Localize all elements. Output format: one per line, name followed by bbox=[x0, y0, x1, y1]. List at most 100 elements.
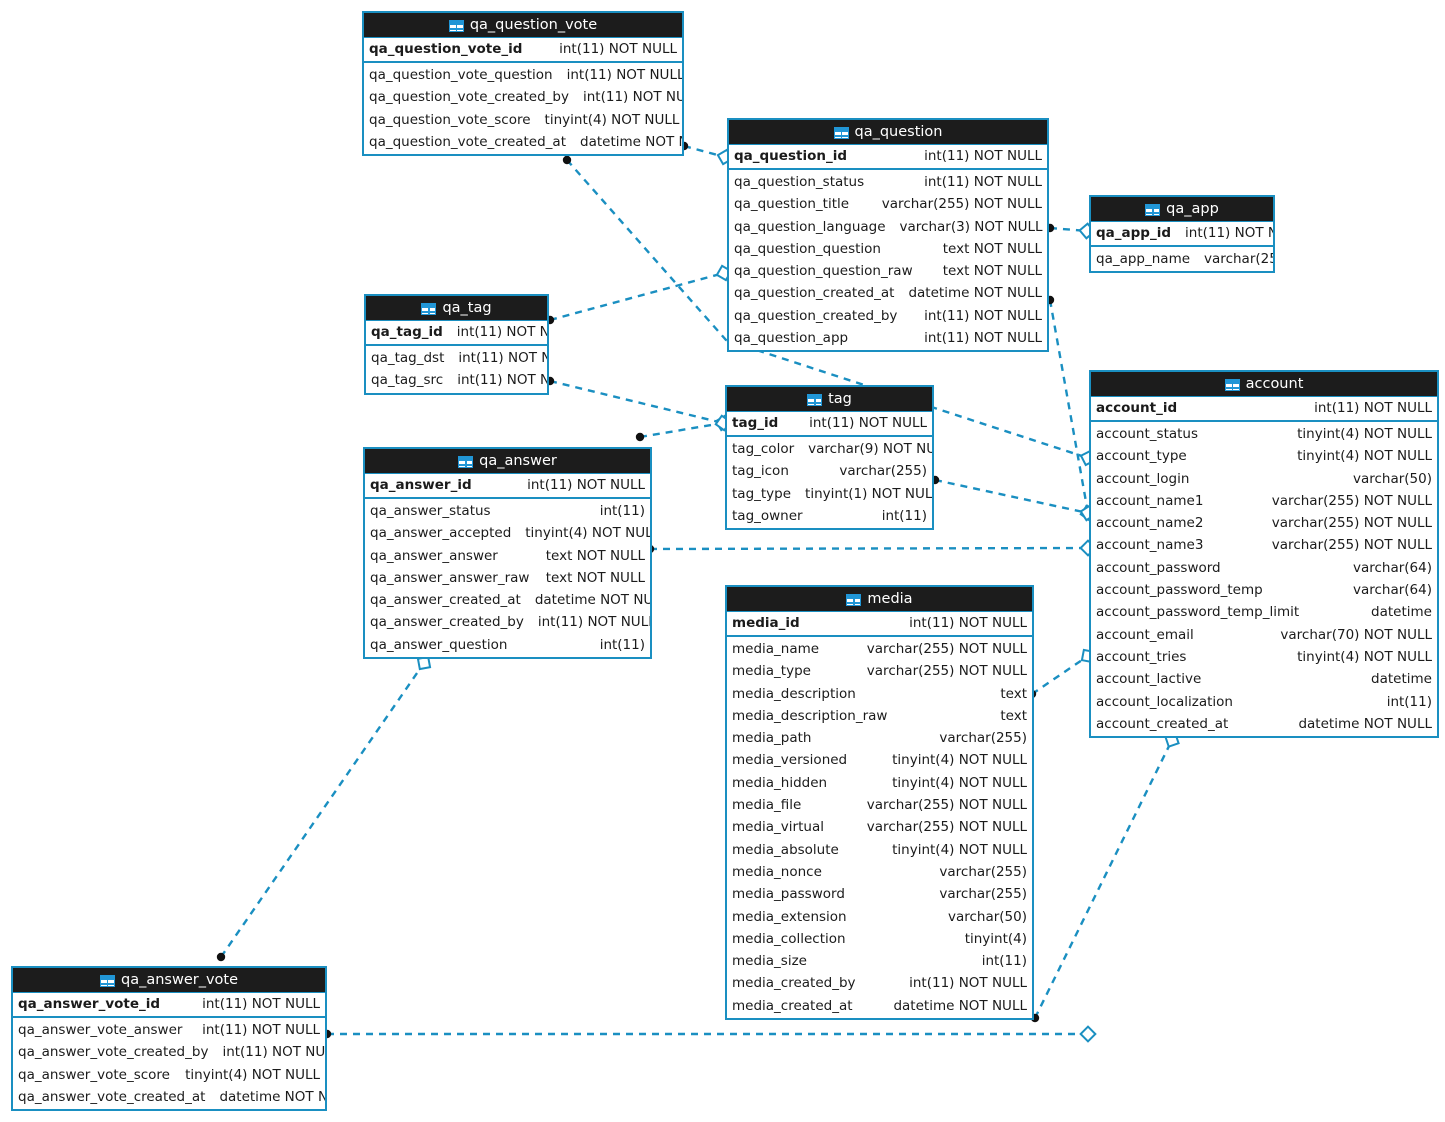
table-header-qa_question_vote[interactable]: qa_question_vote bbox=[364, 13, 682, 38]
table-header-account[interactable]: account bbox=[1091, 372, 1437, 397]
relationship-rel-tag-question-dst[interactable] bbox=[545, 264, 733, 325]
table-header-qa_answer_vote[interactable]: qa_answer_vote bbox=[13, 968, 325, 993]
relationship-rel-qqv-question[interactable] bbox=[679, 141, 734, 166]
relationship-rel-tag-question-src[interactable] bbox=[545, 376, 732, 432]
relationship-rel-media-account[interactable] bbox=[1027, 648, 1096, 699]
relationship-rel-answer-account[interactable] bbox=[645, 539, 1097, 557]
relationship-rel-question-app[interactable] bbox=[1045, 222, 1096, 240]
table-header-media[interactable]: media bbox=[727, 587, 1032, 612]
relationship-rel-question-account[interactable] bbox=[1045, 295, 1097, 522]
relationship-rel-answervote-account[interactable] bbox=[322, 1025, 1097, 1043]
table-header-qa_app[interactable]: qa_app bbox=[1091, 197, 1273, 222]
table-header-qa_tag[interactable]: qa_tag bbox=[366, 296, 547, 321]
relationship-rel-tag-account[interactable] bbox=[930, 475, 1097, 522]
relationship-rel-answervote-answer[interactable] bbox=[216, 655, 432, 962]
relationship-rel-answer-tag[interactable] bbox=[635, 414, 732, 442]
relationship-rel-media-accountbottom[interactable] bbox=[1030, 732, 1180, 1023]
table-header-qa_answer[interactable]: qa_answer bbox=[365, 449, 650, 474]
table-header-qa_question[interactable]: qa_question bbox=[729, 120, 1047, 145]
table-header-tag[interactable]: tag bbox=[727, 387, 932, 412]
